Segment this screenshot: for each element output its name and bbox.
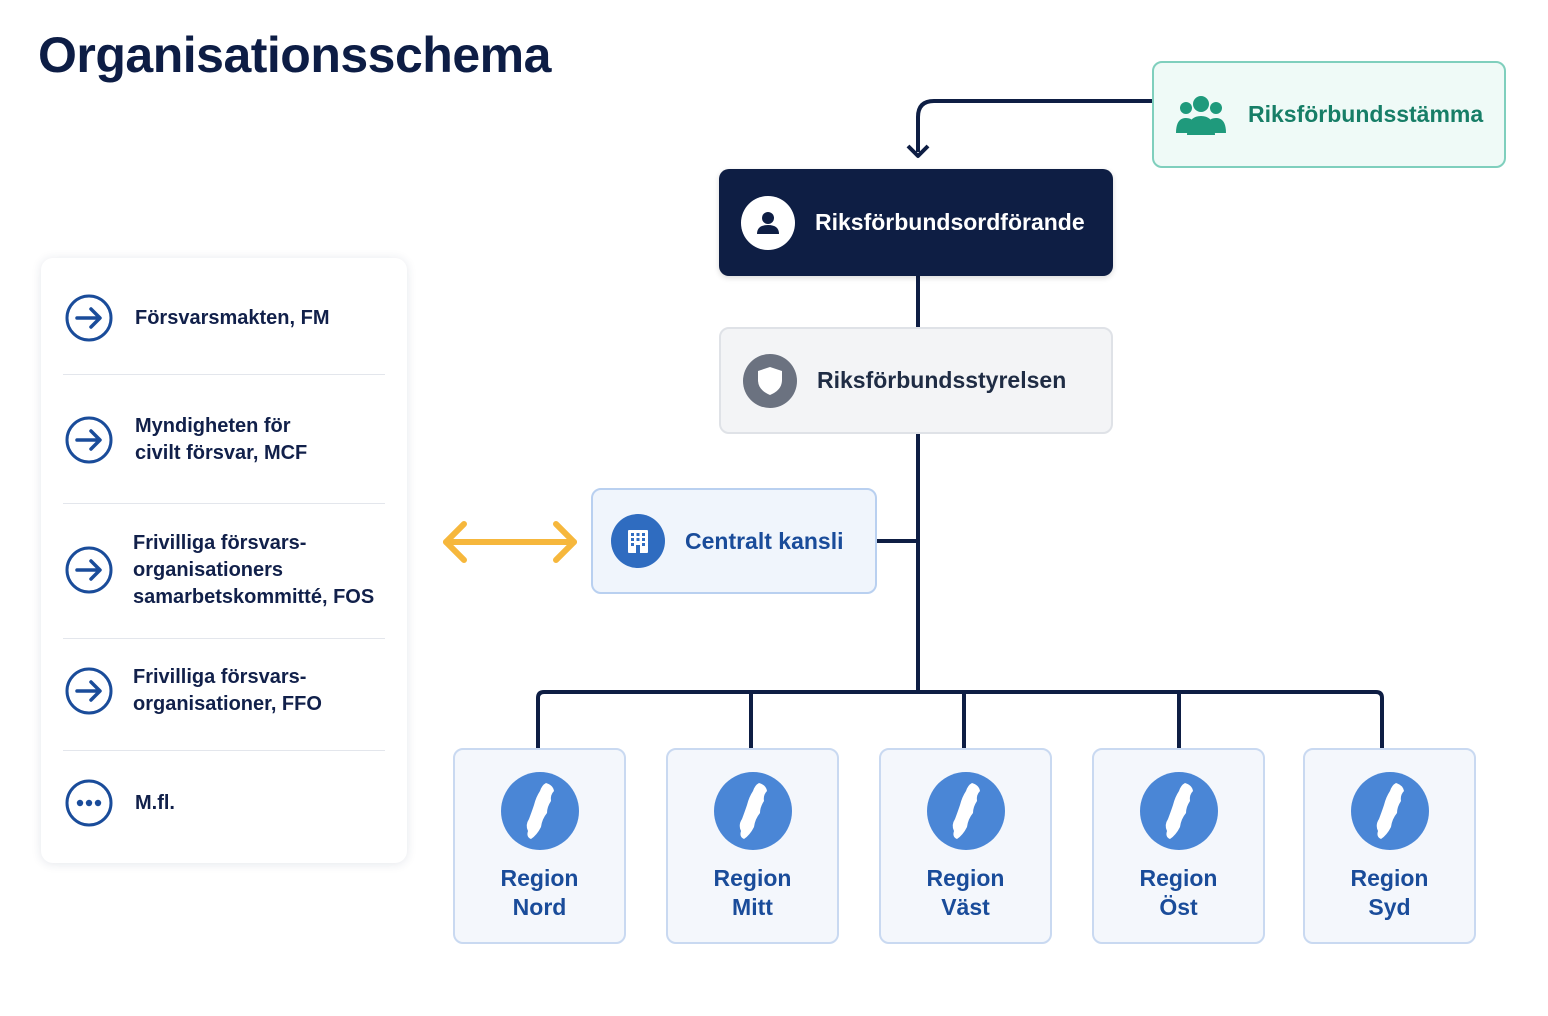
partner-label: Frivilliga försvars- organisationers sam… bbox=[133, 531, 375, 608]
riksforbundsstyrelsen-label: Riksförbundsstyrelsen bbox=[817, 367, 1067, 393]
riksforbundsstamma-node[interactable]: Riksförbundsstämma bbox=[1152, 61, 1506, 168]
region-label-line1: Region bbox=[500, 865, 579, 891]
user-icon bbox=[741, 195, 795, 250]
regions-bus-connector bbox=[536, 690, 1384, 748]
riksforbundsordforande-node[interactable]: Riksförbundsordförande bbox=[719, 169, 1113, 276]
region-label-line1: Region bbox=[1139, 865, 1218, 891]
stamma-connector bbox=[916, 99, 1152, 152]
riksforbundsordforande-label: Riksförbundsordförande bbox=[815, 209, 1085, 235]
sweden-map-icon bbox=[713, 772, 792, 850]
partner-label: Försvarsmakten, FM bbox=[135, 306, 330, 329]
region-label-line1: Region bbox=[713, 865, 792, 891]
partner-label: Frivilliga försvars- organisationer, FFO bbox=[133, 666, 322, 715]
partner-item-mcf[interactable]: Myndigheten för civilt försvar, MCF bbox=[65, 412, 385, 468]
page-title: Organisationsschema bbox=[38, 27, 551, 83]
divider bbox=[63, 503, 385, 504]
partner-label: M.fl. bbox=[135, 791, 175, 814]
riksforbundsstamma-label: Riksförbundsstämma bbox=[1248, 101, 1484, 127]
sweden-map-icon bbox=[1350, 772, 1429, 850]
region-label-line2: Öst bbox=[1159, 894, 1198, 920]
arrow-right-circle-icon bbox=[65, 667, 113, 715]
region-label-line1: Region bbox=[926, 865, 1005, 891]
region-card-nord[interactable]: Region Nord bbox=[453, 748, 626, 944]
building-icon bbox=[611, 514, 665, 568]
arrow-right-circle-icon bbox=[65, 546, 113, 594]
region-card-mitt[interactable]: Region Mitt bbox=[666, 748, 839, 944]
region-card-syd[interactable]: Region Syd bbox=[1303, 748, 1476, 944]
stamma-arrowhead bbox=[906, 144, 930, 158]
arrow-right-circle-icon bbox=[65, 294, 113, 342]
partner-item-fos[interactable]: Frivilliga försvars- organisationers sam… bbox=[65, 528, 385, 612]
people-group-icon bbox=[1176, 93, 1226, 137]
region-label-line2: Väst bbox=[941, 894, 990, 920]
centralt-kansli-node[interactable]: Centralt kansli bbox=[591, 488, 877, 594]
partner-label: Myndigheten för civilt försvar, MCF bbox=[135, 415, 308, 464]
partner-panel: Försvarsmakten, FM Myndigheten för civil… bbox=[41, 258, 407, 863]
region-label-line2: Syd bbox=[1368, 894, 1411, 920]
more-dots-icon bbox=[65, 779, 113, 827]
partner-item-ffo[interactable]: Frivilliga försvars- organisationer, FFO bbox=[65, 663, 385, 719]
region-card-ost[interactable]: Region Öst bbox=[1092, 748, 1265, 944]
shield-icon bbox=[743, 353, 797, 408]
centralt-kansli-label: Centralt kansli bbox=[685, 527, 844, 554]
arrow-right-circle-icon bbox=[65, 416, 113, 464]
riksforbundsstyrelsen-node[interactable]: Riksförbundsstyrelsen bbox=[719, 327, 1113, 434]
partner-item-more[interactable]: M.fl. bbox=[65, 779, 385, 827]
partner-item-fm[interactable]: Försvarsmakten, FM bbox=[65, 294, 385, 342]
region-label-line2: Mitt bbox=[732, 894, 773, 920]
region-label-line2: Nord bbox=[512, 894, 567, 920]
sweden-map-icon bbox=[926, 772, 1005, 850]
divider bbox=[63, 750, 385, 751]
double-arrow-icon bbox=[443, 521, 577, 563]
divider bbox=[63, 638, 385, 639]
divider bbox=[63, 374, 385, 375]
sweden-map-icon bbox=[1139, 772, 1218, 850]
region-card-vast[interactable]: Region Väst bbox=[879, 748, 1052, 944]
sweden-map-icon bbox=[500, 772, 579, 850]
region-label-line1: Region bbox=[1350, 865, 1429, 891]
